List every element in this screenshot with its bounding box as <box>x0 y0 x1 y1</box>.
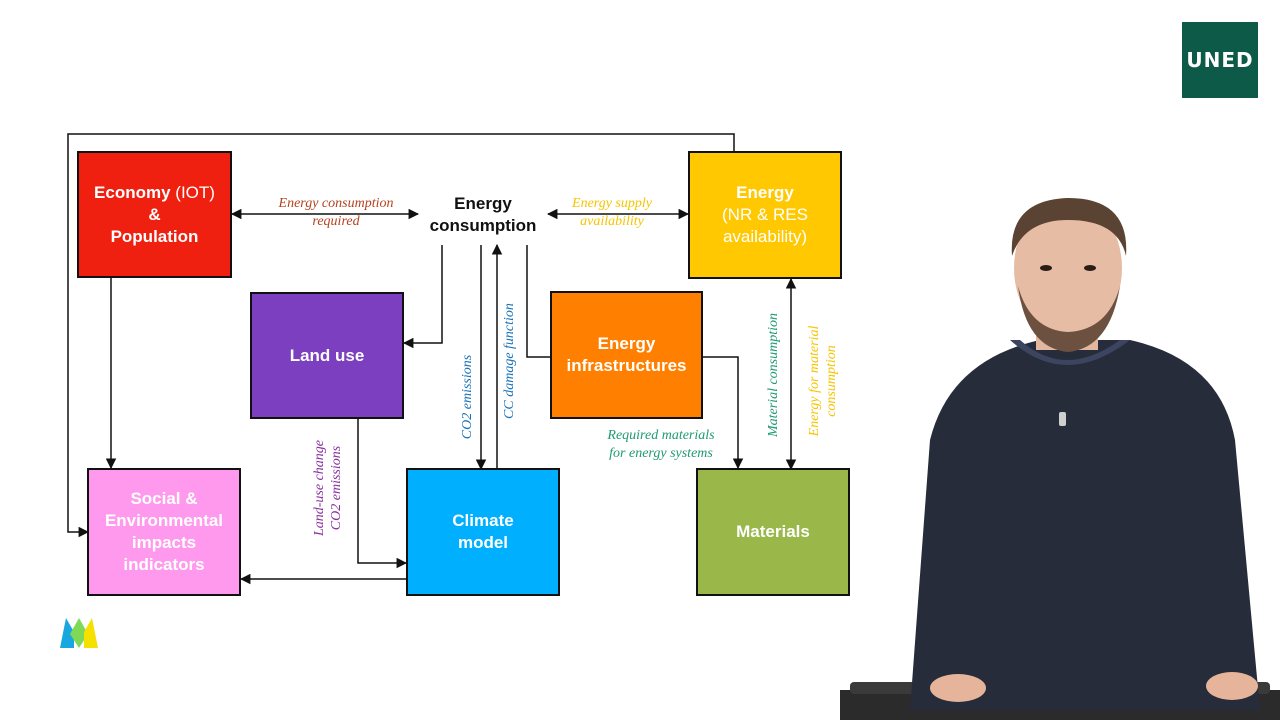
social-line2: Environmental <box>104 511 224 530</box>
economy-population-box: Economy (IOT) & Population <box>77 151 232 278</box>
label-landuse-co2: Land-use change CO2 emissions <box>311 428 347 548</box>
energy-consumption-node: Energy consumption <box>416 193 550 237</box>
label-energy-material: Energy for material consumption <box>806 316 842 446</box>
climate-model-box: Climate model <box>406 468 560 596</box>
label-landuse-co2-line2: CO2 emissions <box>329 445 344 531</box>
energy-infrastructures-box: Energy infrastructures <box>550 291 703 419</box>
infra-line2: infrastructures <box>566 356 687 375</box>
label-energy-supply: Energy supply availability <box>556 195 668 231</box>
edge-consumption-landuse <box>402 245 443 349</box>
land-use-label: Land use <box>289 345 365 365</box>
economy-label: Economy <box>94 182 171 202</box>
label-co2-emissions: CO2 emissions <box>460 354 475 440</box>
economy-ampersand: & <box>148 204 161 224</box>
edge-infra-consumption <box>526 245 551 358</box>
edge-landuse-climate <box>357 419 408 569</box>
land-use-box: Land use <box>250 292 404 419</box>
social-line3: impacts <box>131 533 197 552</box>
label-energy-required-line2: required <box>312 214 360 229</box>
label-energy-supply-line2: availability <box>580 214 644 229</box>
energy-consumption-line1: Energy <box>454 194 512 213</box>
label-energy-supply-line1: Energy supply <box>572 196 652 211</box>
social-environmental-box: Social & Environmental impacts indicator… <box>87 468 241 596</box>
label-material-consumption: Material consumption <box>766 312 781 438</box>
label-energy-required: Energy consumption required <box>262 195 410 231</box>
climate-line1: Climate <box>452 511 514 530</box>
label-required-materials: Required materials for energy systems <box>594 427 728 463</box>
social-line4: indicators <box>123 555 205 574</box>
social-line1: Social & <box>130 489 198 508</box>
energy-consumption-line2: consumption <box>429 216 537 235</box>
materials-label: Materials <box>736 522 810 541</box>
brand-mark-icon <box>60 618 98 648</box>
materials-box: Materials <box>696 468 850 596</box>
edge-infra-materials <box>703 356 744 470</box>
label-required-materials-line2: for energy systems <box>609 446 713 461</box>
population-label: Population <box>110 226 199 246</box>
energy-box-title: Energy <box>736 183 794 202</box>
energy-box-line2: (NR & RES <box>722 205 808 224</box>
presenter-image <box>840 198 1280 720</box>
infra-line1: Energy <box>597 334 656 353</box>
label-landuse-co2-line1: Land-use change <box>312 439 327 537</box>
label-required-materials-line1: Required materials <box>607 428 715 443</box>
energy-box-line3: availability) <box>722 227 808 246</box>
climate-line2: model <box>457 533 509 552</box>
label-energy-material-line1: Energy for material <box>807 325 822 437</box>
economy-iot-label: (IOT) <box>170 182 215 202</box>
uned-logo: UNED <box>1182 22 1258 98</box>
label-energy-required-line1: Energy consumption <box>278 196 394 211</box>
energy-availability-box: Energy (NR & RES availability) <box>688 151 842 279</box>
label-energy-material-line2: consumption <box>824 345 839 417</box>
edge-energy-to-social-loop <box>67 133 735 538</box>
label-cc-damage: CC damage function <box>502 303 517 419</box>
